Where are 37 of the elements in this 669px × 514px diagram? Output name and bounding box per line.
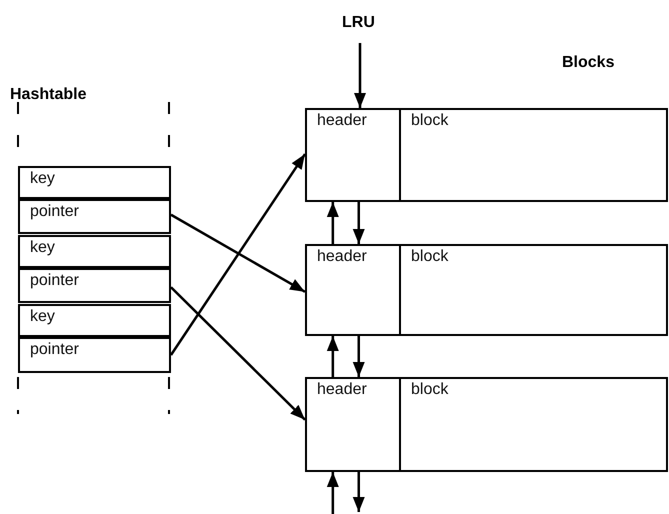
cell-text: pointer bbox=[30, 203, 79, 221]
cell-text: block bbox=[411, 381, 448, 399]
arrow bbox=[352, 472, 365, 512]
memory-cell bbox=[18, 337, 171, 373]
memory-cell bbox=[399, 244, 668, 336]
cell-text: pointer bbox=[30, 341, 79, 359]
arrow bbox=[354, 43, 366, 108]
memory-cell bbox=[305, 108, 401, 202]
cell-text: key bbox=[30, 170, 55, 188]
cell-text: pointer bbox=[30, 272, 79, 290]
arrow bbox=[170, 214, 306, 293]
cell-text: header bbox=[317, 112, 367, 130]
memory-cell bbox=[305, 244, 401, 336]
cell-text: header bbox=[317, 248, 367, 266]
arrow bbox=[352, 202, 365, 244]
cell-text: block bbox=[411, 248, 448, 266]
memory-cell bbox=[18, 235, 171, 268]
cell-text: header bbox=[317, 381, 367, 399]
memory-cell bbox=[18, 304, 171, 337]
arrow bbox=[326, 472, 339, 514]
section-heading: Hashtable bbox=[10, 86, 86, 104]
memory-cell bbox=[18, 268, 171, 303]
memory-cell bbox=[18, 166, 171, 199]
cell-text: block bbox=[411, 112, 448, 130]
arrow bbox=[326, 336, 339, 377]
arrow bbox=[170, 286, 306, 421]
section-heading: Blocks bbox=[562, 54, 614, 72]
arrow bbox=[326, 202, 339, 244]
cell-text: key bbox=[30, 308, 55, 326]
arrow bbox=[170, 153, 306, 356]
memory-cell bbox=[18, 199, 171, 234]
pointer-label: LRU bbox=[342, 14, 375, 32]
memory-cell bbox=[305, 377, 401, 472]
memory-cell bbox=[399, 377, 668, 472]
memory-cell bbox=[399, 108, 668, 202]
arrow bbox=[352, 336, 365, 377]
cell-text: key bbox=[30, 239, 55, 257]
